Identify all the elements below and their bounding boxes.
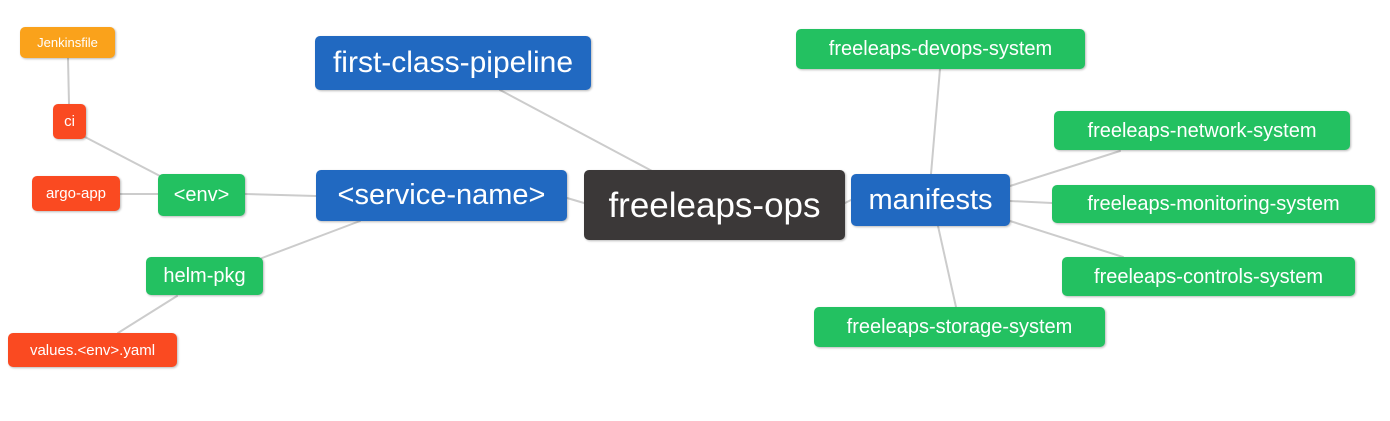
node-label: ci <box>64 113 75 130</box>
edge-helm-pkg-to-service-name <box>261 220 361 259</box>
node-label: freeleaps-controls-system <box>1094 265 1323 288</box>
node-jenkinsfile[interactable]: Jenkinsfile <box>20 27 115 58</box>
node-label: <service-name> <box>337 179 546 211</box>
node-label: argo-app <box>45 185 107 202</box>
edge-manifests-to-freeleaps-controls-system <box>1009 220 1124 258</box>
edge-service-name-to-freeleaps-ops <box>566 197 585 204</box>
node-label: Jenkinsfile <box>37 35 98 50</box>
edge-jenkinsfile-to-ci <box>67 57 70 105</box>
node-ci[interactable]: ci <box>53 104 86 139</box>
node-label: helm-pkg <box>163 265 246 287</box>
node-label: freeleaps-storage-system <box>846 316 1073 338</box>
edge-manifests-to-freeleaps-monitoring-system <box>1009 200 1053 204</box>
node-service-name[interactable]: <service-name> <box>316 170 567 221</box>
node-label: freeleaps-ops <box>608 185 821 225</box>
node-argo-app[interactable]: argo-app <box>32 176 120 211</box>
edge-manifests-to-freeleaps-network-system <box>1009 150 1121 187</box>
edge-env-to-service-name <box>244 193 317 197</box>
node-manifests[interactable]: manifests <box>851 174 1010 226</box>
edge-ci-to-env <box>84 136 161 177</box>
node-label: first-class-pipeline <box>332 46 574 79</box>
node-label: values.<env>.yaml <box>29 341 156 359</box>
node-freeleaps-ops[interactable]: freeleaps-ops <box>584 170 845 240</box>
node-freeleaps-network-system[interactable]: freeleaps-network-system <box>1054 111 1350 150</box>
node-label: freeleaps-network-system <box>1087 119 1317 142</box>
edge-first-class-pipeline-to-freeleaps-ops <box>499 89 653 172</box>
node-label: freeleaps-monitoring-system <box>1087 193 1340 215</box>
edge-manifests-to-freeleaps-devops-system <box>930 68 941 175</box>
node-label: manifests <box>868 183 993 216</box>
node-freeleaps-monitoring-system[interactable]: freeleaps-monitoring-system <box>1052 185 1375 223</box>
edge-values-env-yaml-to-helm-pkg <box>117 295 178 334</box>
node-first-class-pipeline[interactable]: first-class-pipeline <box>315 36 591 90</box>
node-label: freeleaps-devops-system <box>828 38 1053 60</box>
node-helm-pkg[interactable]: helm-pkg <box>146 257 263 295</box>
node-label: <env> <box>173 184 230 206</box>
node-freeleaps-devops-system[interactable]: freeleaps-devops-system <box>796 29 1085 69</box>
node-freeleaps-storage-system[interactable]: freeleaps-storage-system <box>814 307 1105 347</box>
node-env[interactable]: <env> <box>158 174 245 216</box>
node-values-env-yaml[interactable]: values.<env>.yaml <box>8 333 177 367</box>
node-freeleaps-controls-system[interactable]: freeleaps-controls-system <box>1062 257 1355 296</box>
edge-manifests-to-freeleaps-storage-system <box>937 225 957 308</box>
